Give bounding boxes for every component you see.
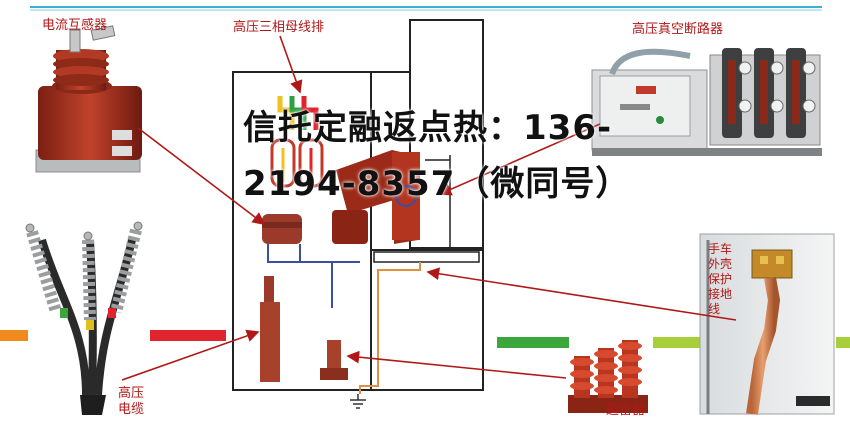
current-transformer-image bbox=[22, 25, 150, 182]
ground-wire-path bbox=[350, 262, 421, 409]
ground-wire-label: 手车外壳保护接地线 bbox=[708, 242, 733, 316]
hv-cable-label-line2: 电缆 bbox=[118, 402, 145, 417]
top-rule bbox=[30, 6, 822, 11]
arrester-label: 避雷器 bbox=[606, 403, 646, 418]
blue-conductors bbox=[267, 244, 360, 308]
busbars bbox=[270, 96, 324, 188]
cabinet-ct bbox=[262, 214, 302, 244]
ground-wire-image bbox=[699, 233, 835, 415]
lightning-arrester-image bbox=[568, 340, 648, 413]
hv-cable-label-line1: 高压 bbox=[118, 386, 145, 401]
busbar-label: 高压三相母线排 bbox=[233, 20, 325, 35]
hv-cable-image bbox=[25, 221, 143, 415]
leader-arrows bbox=[121, 35, 737, 381]
cabinet-cable-terminal bbox=[260, 276, 280, 382]
current-transformer-label: 电流互感器 bbox=[42, 18, 108, 33]
color-stripe bbox=[0, 330, 850, 348]
vacuum-breaker-image bbox=[585, 40, 830, 160]
watermark-text: 信托定融返点热：136-2194-8357（微同号） bbox=[243, 108, 631, 204]
cabinet-breaker bbox=[332, 150, 420, 244]
vacuum-breaker-label: 高压真空断路器 bbox=[632, 22, 724, 37]
cabinet-arrester bbox=[320, 340, 348, 380]
